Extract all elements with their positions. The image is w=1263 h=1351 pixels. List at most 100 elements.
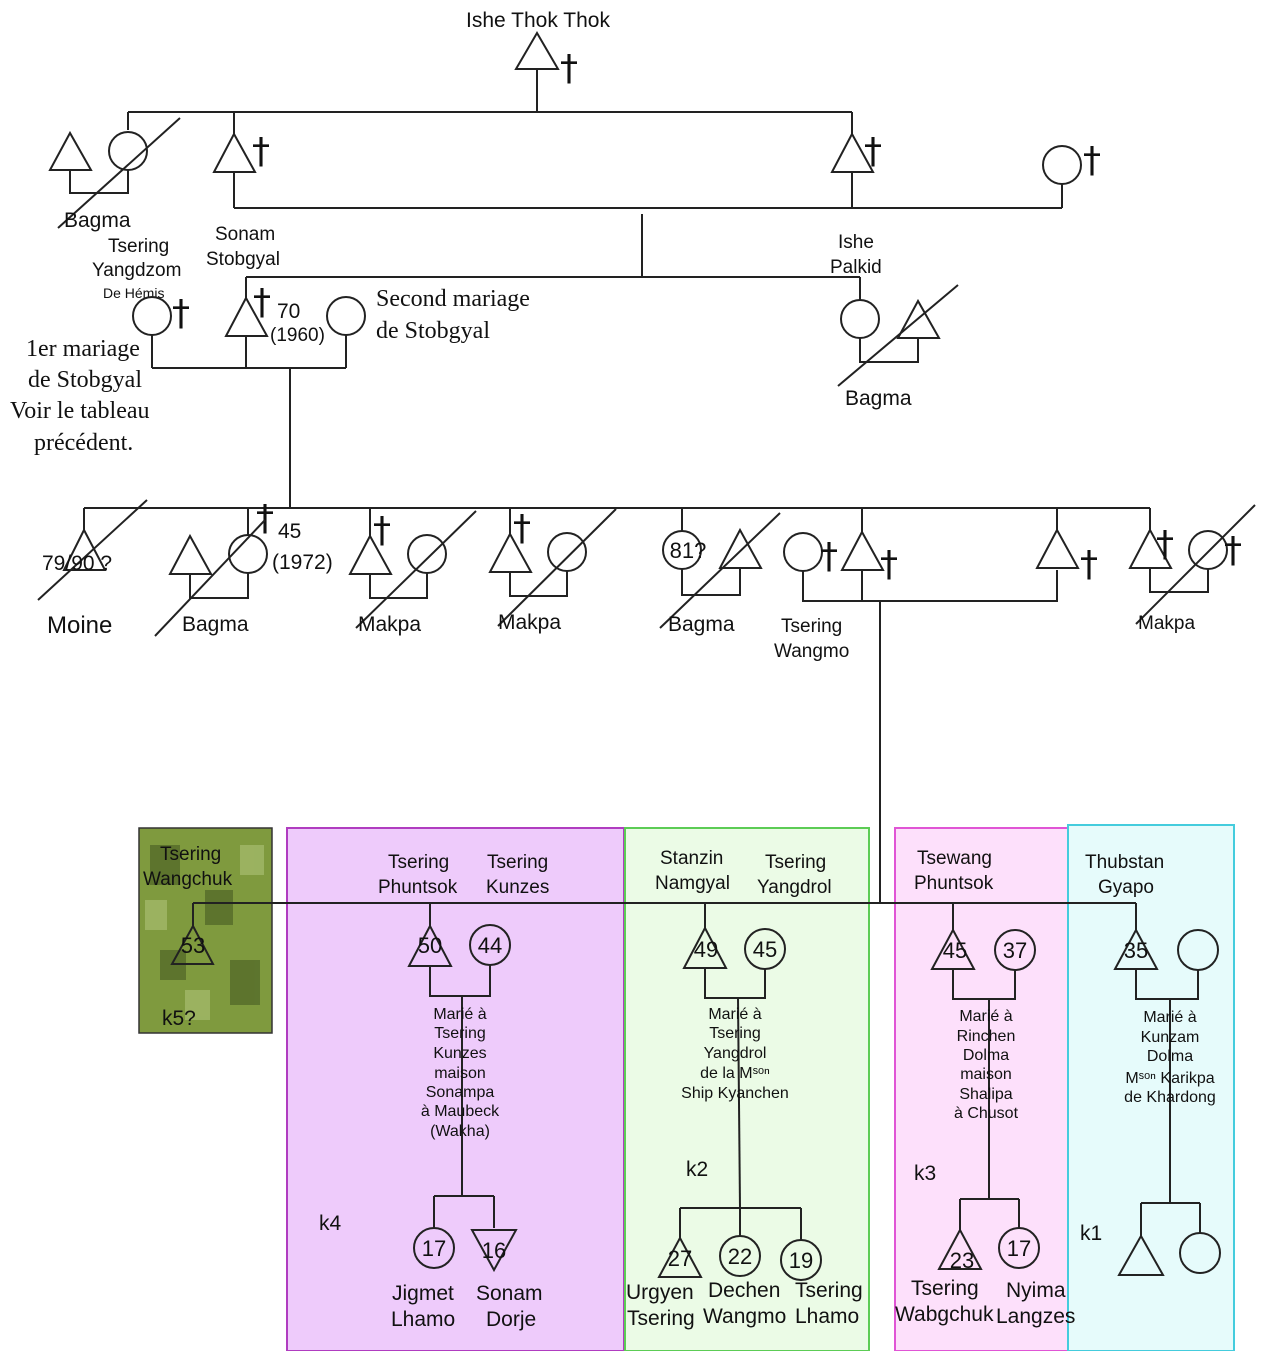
gen1-male-right-deceased-icon: † [864, 131, 882, 172]
svg-text:maison: maison [960, 1066, 1012, 1083]
svg-text:Tsering: Tsering [709, 1025, 761, 1042]
makpa2-label: Makpa [498, 611, 561, 634]
sonam-label-1: Sonam [215, 224, 275, 245]
gen1-bagma-label: Bagma [64, 209, 131, 232]
household-box-k3 [894, 827, 1069, 1351]
k4-wife-name-2: Kunzes [486, 877, 549, 898]
gen3-bagma-year: (1972) [272, 551, 333, 574]
gen1-female-right-deceased-icon: † [1083, 140, 1101, 181]
k5-name-2: Wangchuk [143, 869, 233, 890]
k3-child1-symbol [937, 1227, 983, 1270]
k3-wife-age: 37 [1003, 938, 1027, 963]
makpa1-deceased-icon: † [373, 510, 391, 551]
k1-child2-symbol [1179, 1232, 1221, 1274]
k2-child3-symbol [780, 1239, 822, 1281]
gen1-female-right-symbol [1042, 145, 1082, 185]
ishe-palkid-bagma-slash [837, 284, 959, 387]
k5-name-1: Tsering [160, 844, 221, 865]
makpa3-label: Makpa [1138, 613, 1195, 634]
k4-child1-symbol [413, 1227, 455, 1269]
k1-child1-symbol [1117, 1233, 1165, 1276]
moine-label: Moine [47, 612, 112, 639]
k2-husband-name-1: Stanzin [660, 848, 723, 869]
k3-child2-symbol [998, 1227, 1040, 1269]
ishe-palkid-label-1: Ishe [838, 232, 874, 253]
k2-child1-name-1: Urgyen [626, 1281, 694, 1304]
k4-wife-age: 44 [478, 933, 502, 958]
stobgyal-age: 70 [277, 300, 300, 323]
makpa3-slash [1135, 504, 1256, 625]
svg-text:Dolma: Dolma [963, 1047, 1009, 1064]
makpa3-wife-symbol [1188, 530, 1228, 570]
k2-child3-name-2: Lhamo [795, 1305, 859, 1328]
tsering-yangdzom-deceased-icon: † [172, 293, 190, 334]
svg-text:Dolma: Dolma [1147, 1048, 1193, 1065]
founder-deceased-icon: † [560, 48, 578, 89]
svg-text:Marié à: Marié à [433, 1006, 486, 1023]
k4-child1-name-2: Lhamo [391, 1308, 455, 1331]
k1-label: k1 [1080, 1222, 1102, 1245]
makpa3-wife-deceased-icon: † [1224, 530, 1242, 571]
tsering-yangdzom-label-2: Yangdzom [92, 260, 181, 281]
k2-child2-name-2: Wangmo [703, 1305, 786, 1328]
k3-note: Marié à Rinchen Dolma maison Shalipa à C… [954, 1008, 1019, 1122]
k4-wife-name-1: Tsering [487, 852, 548, 873]
ishe-palkid-symbol [840, 299, 880, 339]
household-box-k4 [286, 827, 625, 1351]
k1-wife-symbol [1177, 929, 1219, 971]
svg-text:Rinchen: Rinchen [957, 1028, 1016, 1045]
svg-text:Sonampa: Sonampa [426, 1084, 495, 1101]
household-box-k5 [138, 827, 273, 1034]
svg-text:Yangdrol: Yangdrol [704, 1045, 767, 1062]
tsering-yangdzom-label-1: Tsering [108, 236, 169, 257]
k4-husband-name-2: Phuntsok [378, 877, 458, 898]
svg-text:Ship Kyanchen: Ship Kyanchen [681, 1085, 789, 1102]
bagma81-age: 81? [670, 538, 707, 563]
k2-child3-age: 19 [789, 1248, 813, 1273]
svg-text:maison: maison [434, 1065, 486, 1082]
k2-child2-symbol [719, 1235, 761, 1277]
k5-age: 53 [181, 933, 205, 958]
second-mariage-label-1: Second mariage [376, 286, 530, 312]
k3-child1-name-1: Tsering [911, 1277, 979, 1300]
stobgyal-year: (1960) [270, 325, 325, 346]
k3-child1-name-2: Wabgchuk [895, 1303, 994, 1326]
founder-male-symbol [514, 31, 560, 70]
first-mariage-label-2: de Stobgyal [28, 367, 142, 393]
tsering-wangmo-symbol [783, 532, 823, 572]
tsering-yangdzom-symbol [132, 296, 172, 336]
k2-wife-name-1: Tsering [765, 852, 826, 873]
k3-child2-age: 17 [1007, 1236, 1031, 1261]
bagma-slash [57, 117, 181, 229]
k2-label: k2 [686, 1158, 708, 1181]
ishe-palkid-label-2: Palkid [830, 257, 882, 278]
sonam-stobgyal-symbol [212, 131, 257, 173]
k4-note: Marié à Tsering Kunzes maison Sonampa à … [421, 1006, 500, 1140]
k1-note: Marié à Kunzam Dolma Mˢᵒⁿ Karikpa de Kha… [1124, 1009, 1216, 1106]
moine-slash [37, 499, 148, 601]
k3-child2-name-2: Langzes [996, 1305, 1075, 1328]
k3-label: k3 [914, 1162, 936, 1185]
gen3-bagma-husband-symbol [168, 533, 213, 575]
gen3-male-right-symbol [1035, 527, 1080, 569]
k2-child2-age: 22 [728, 1244, 752, 1269]
founder-name: Ishe Thok Thok [466, 9, 610, 32]
k2-child1-age: 27 [668, 1246, 692, 1271]
tsering-wangmo-label-1: Tsering [781, 616, 842, 637]
svg-text:à Maubeck: à Maubeck [421, 1103, 500, 1120]
first-mariage-label-1: 1er mariage [26, 336, 140, 362]
k5-male-symbol [170, 923, 215, 965]
k3-husband-name-2: Phuntsok [914, 873, 994, 894]
makpa2-wife-symbol [547, 532, 587, 572]
k3-child1-age: 23 [950, 1248, 974, 1273]
makpa1-slash [355, 510, 477, 629]
household-box-k1 [1067, 824, 1235, 1351]
k1-husband-age: 35 [1124, 938, 1148, 963]
makpa2-deceased-icon: † [513, 508, 531, 549]
gen3-male-right-deceased-icon: † [1080, 544, 1098, 585]
k4-husband-name-1: Tsering [388, 852, 449, 873]
tsering-wangmo-label-2: Wangmo [774, 641, 849, 662]
makpa2-slash [497, 508, 617, 627]
